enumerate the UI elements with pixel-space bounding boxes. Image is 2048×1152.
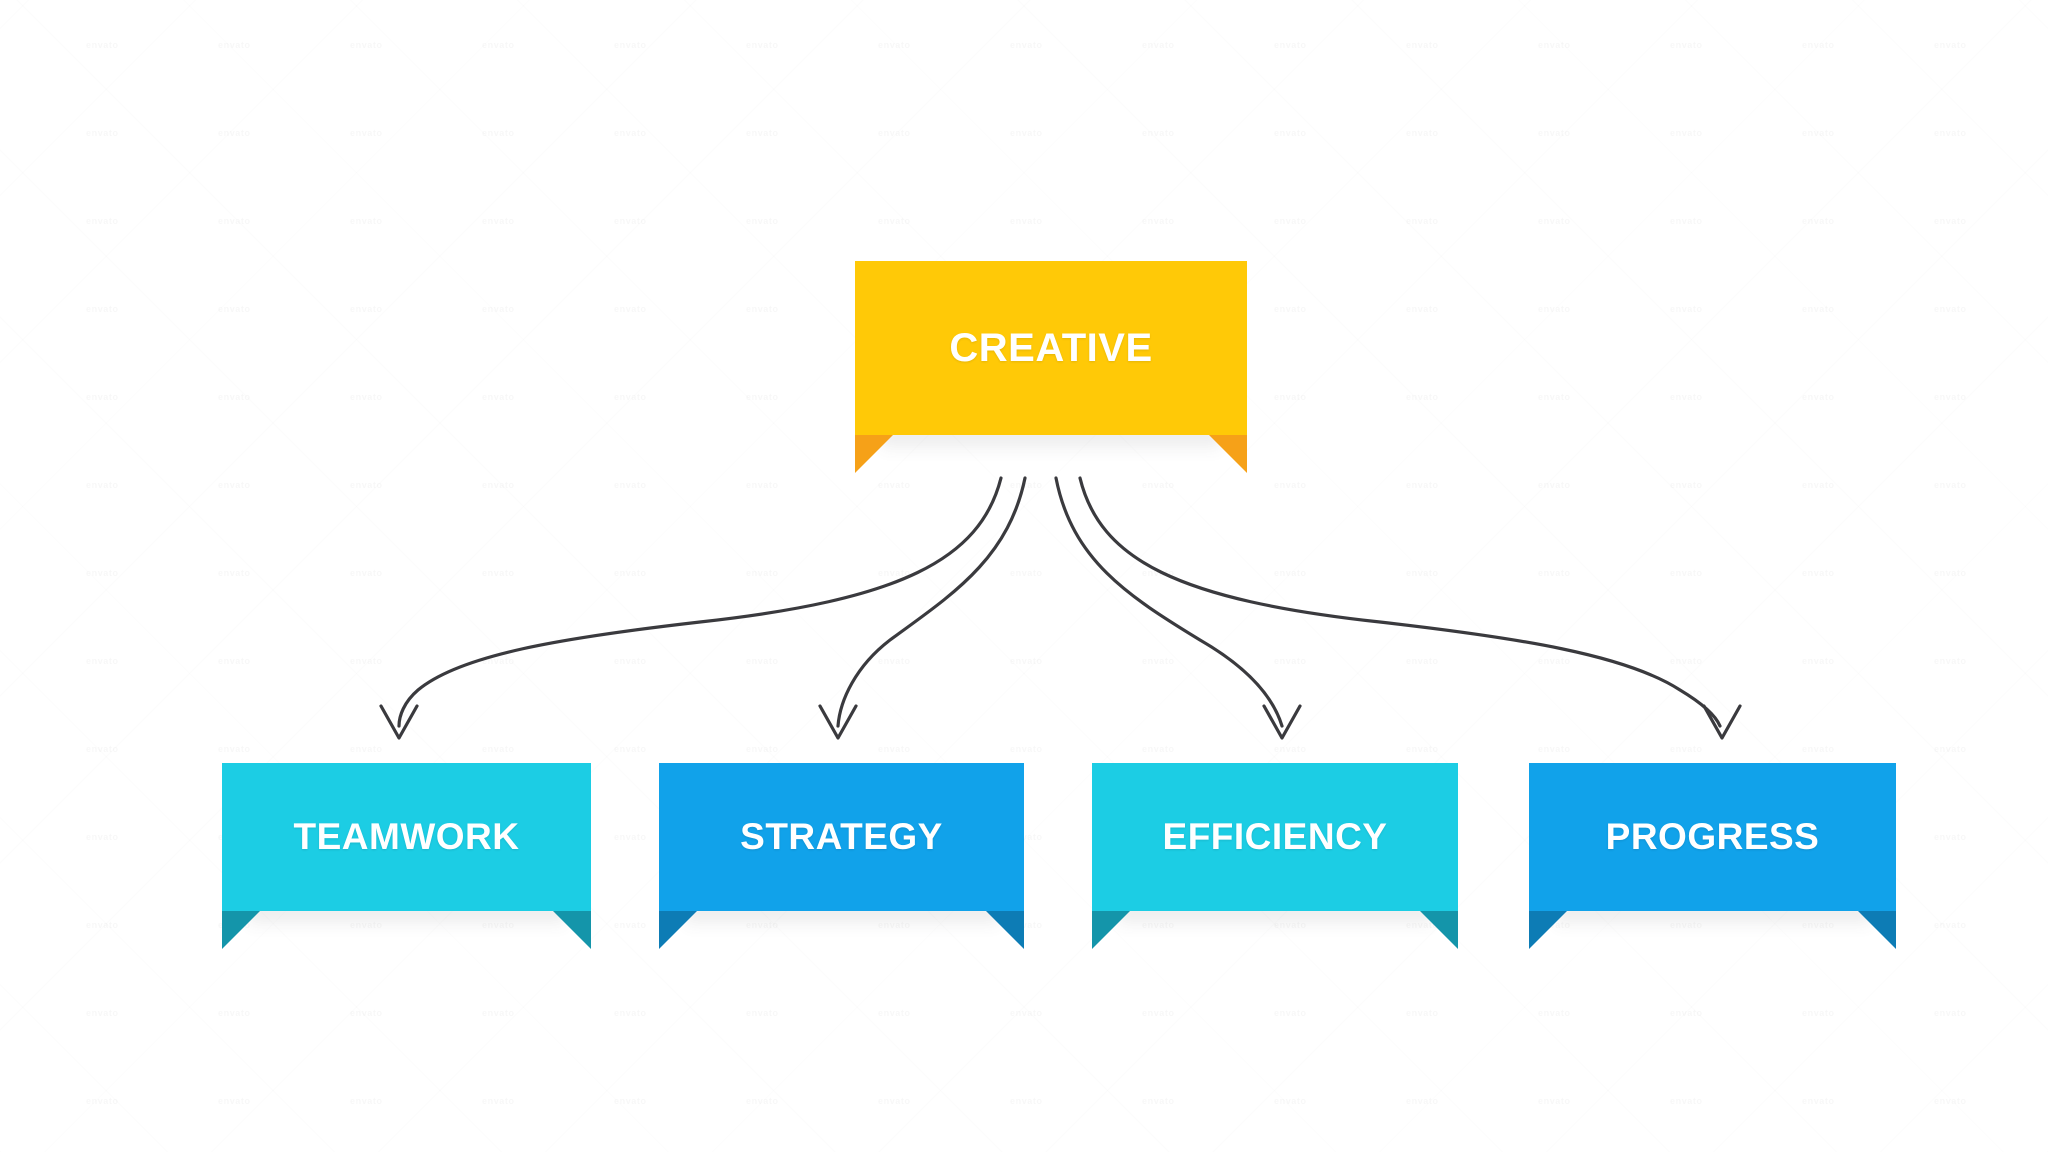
banner-creative[interactable]: CREATIVE (855, 261, 1247, 473)
fold-corner-right-progress (1858, 911, 1896, 949)
banner-strategy[interactable]: STRATEGY (659, 763, 1024, 949)
banner-body-creative: CREATIVE (855, 261, 1247, 435)
fold-corner-left-progress (1529, 911, 1567, 949)
banner-label-teamwork: TEAMWORK (293, 816, 520, 857)
banner-label-efficiency: EFFICIENCY (1162, 816, 1388, 857)
banner-label-progress: PROGRESS (1605, 816, 1820, 857)
fold-corner-right-teamwork (553, 911, 591, 949)
banner-body-strategy: STRATEGY (659, 763, 1024, 911)
fold-corner-right-efficiency (1420, 911, 1458, 949)
banner-body-teamwork: TEAMWORK (222, 763, 591, 911)
fold-corner-right-creative (1209, 435, 1247, 473)
fold-corner-left-teamwork (222, 911, 260, 949)
banner-label-creative: CREATIVE (949, 325, 1153, 370)
fold-corner-left-efficiency (1092, 911, 1130, 949)
banner-body-efficiency: EFFICIENCY (1092, 763, 1458, 911)
fold-corner-right-strategy (986, 911, 1024, 949)
fold-corner-left-strategy (659, 911, 697, 949)
banner-progress[interactable]: PROGRESS (1529, 763, 1896, 949)
banner-teamwork[interactable]: TEAMWORK (222, 763, 591, 949)
banner-label-strategy: STRATEGY (740, 816, 943, 857)
banner-body-progress: PROGRESS (1529, 763, 1896, 911)
banner-efficiency[interactable]: EFFICIENCY (1092, 763, 1458, 949)
fold-corner-left-creative (855, 435, 893, 473)
